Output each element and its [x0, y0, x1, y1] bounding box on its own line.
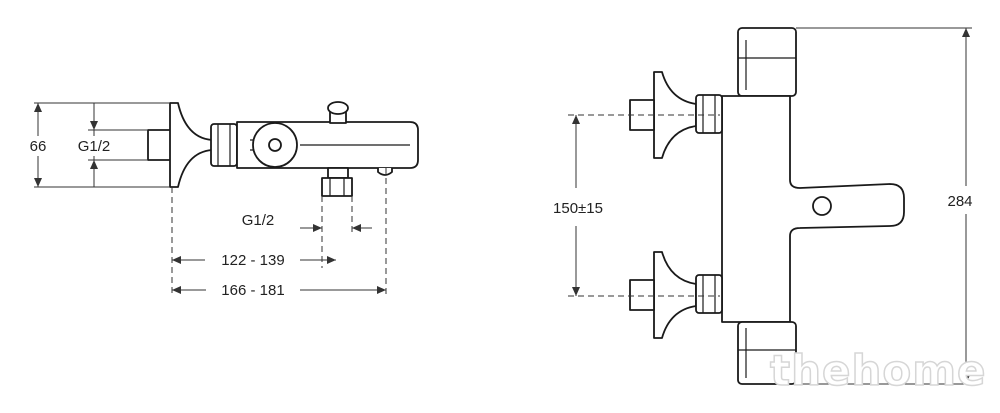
lower-nut: [695, 274, 723, 314]
spout-neck: [327, 167, 349, 179]
wall-flange: [169, 102, 213, 188]
dim-outlet-thread: G1/2: [242, 212, 275, 229]
knob-cap: [268, 138, 282, 152]
dim-height-284: 284: [947, 193, 972, 210]
bottom-handle: [737, 321, 797, 385]
inlet-pipe-stub: [147, 129, 173, 161]
lower-pipe: [629, 279, 655, 311]
lower-flange: [653, 251, 697, 339]
upper-nut: [695, 94, 723, 134]
dim-range-122-139: 122 - 139: [221, 252, 284, 269]
top-handle: [737, 27, 797, 97]
front-view: 150±15 284: [553, 27, 973, 385]
dim-range-166-181: 166 - 181: [221, 282, 284, 299]
shower-outlet-detail: [377, 168, 393, 176]
dim-height-66: 66: [30, 138, 47, 155]
diverter-knob: [327, 101, 349, 115]
union-nut: [210, 123, 238, 167]
watermark-logo: thehome: [770, 346, 986, 395]
dim-inlet-thread: G1/2: [78, 138, 111, 155]
outlet-nut: [321, 177, 353, 197]
spout-hole: [812, 196, 832, 216]
side-view: 66 G1/2 G1/2 122 - 139 166 - 181: [20, 101, 419, 299]
dim-spacing: 150±15: [553, 200, 603, 217]
